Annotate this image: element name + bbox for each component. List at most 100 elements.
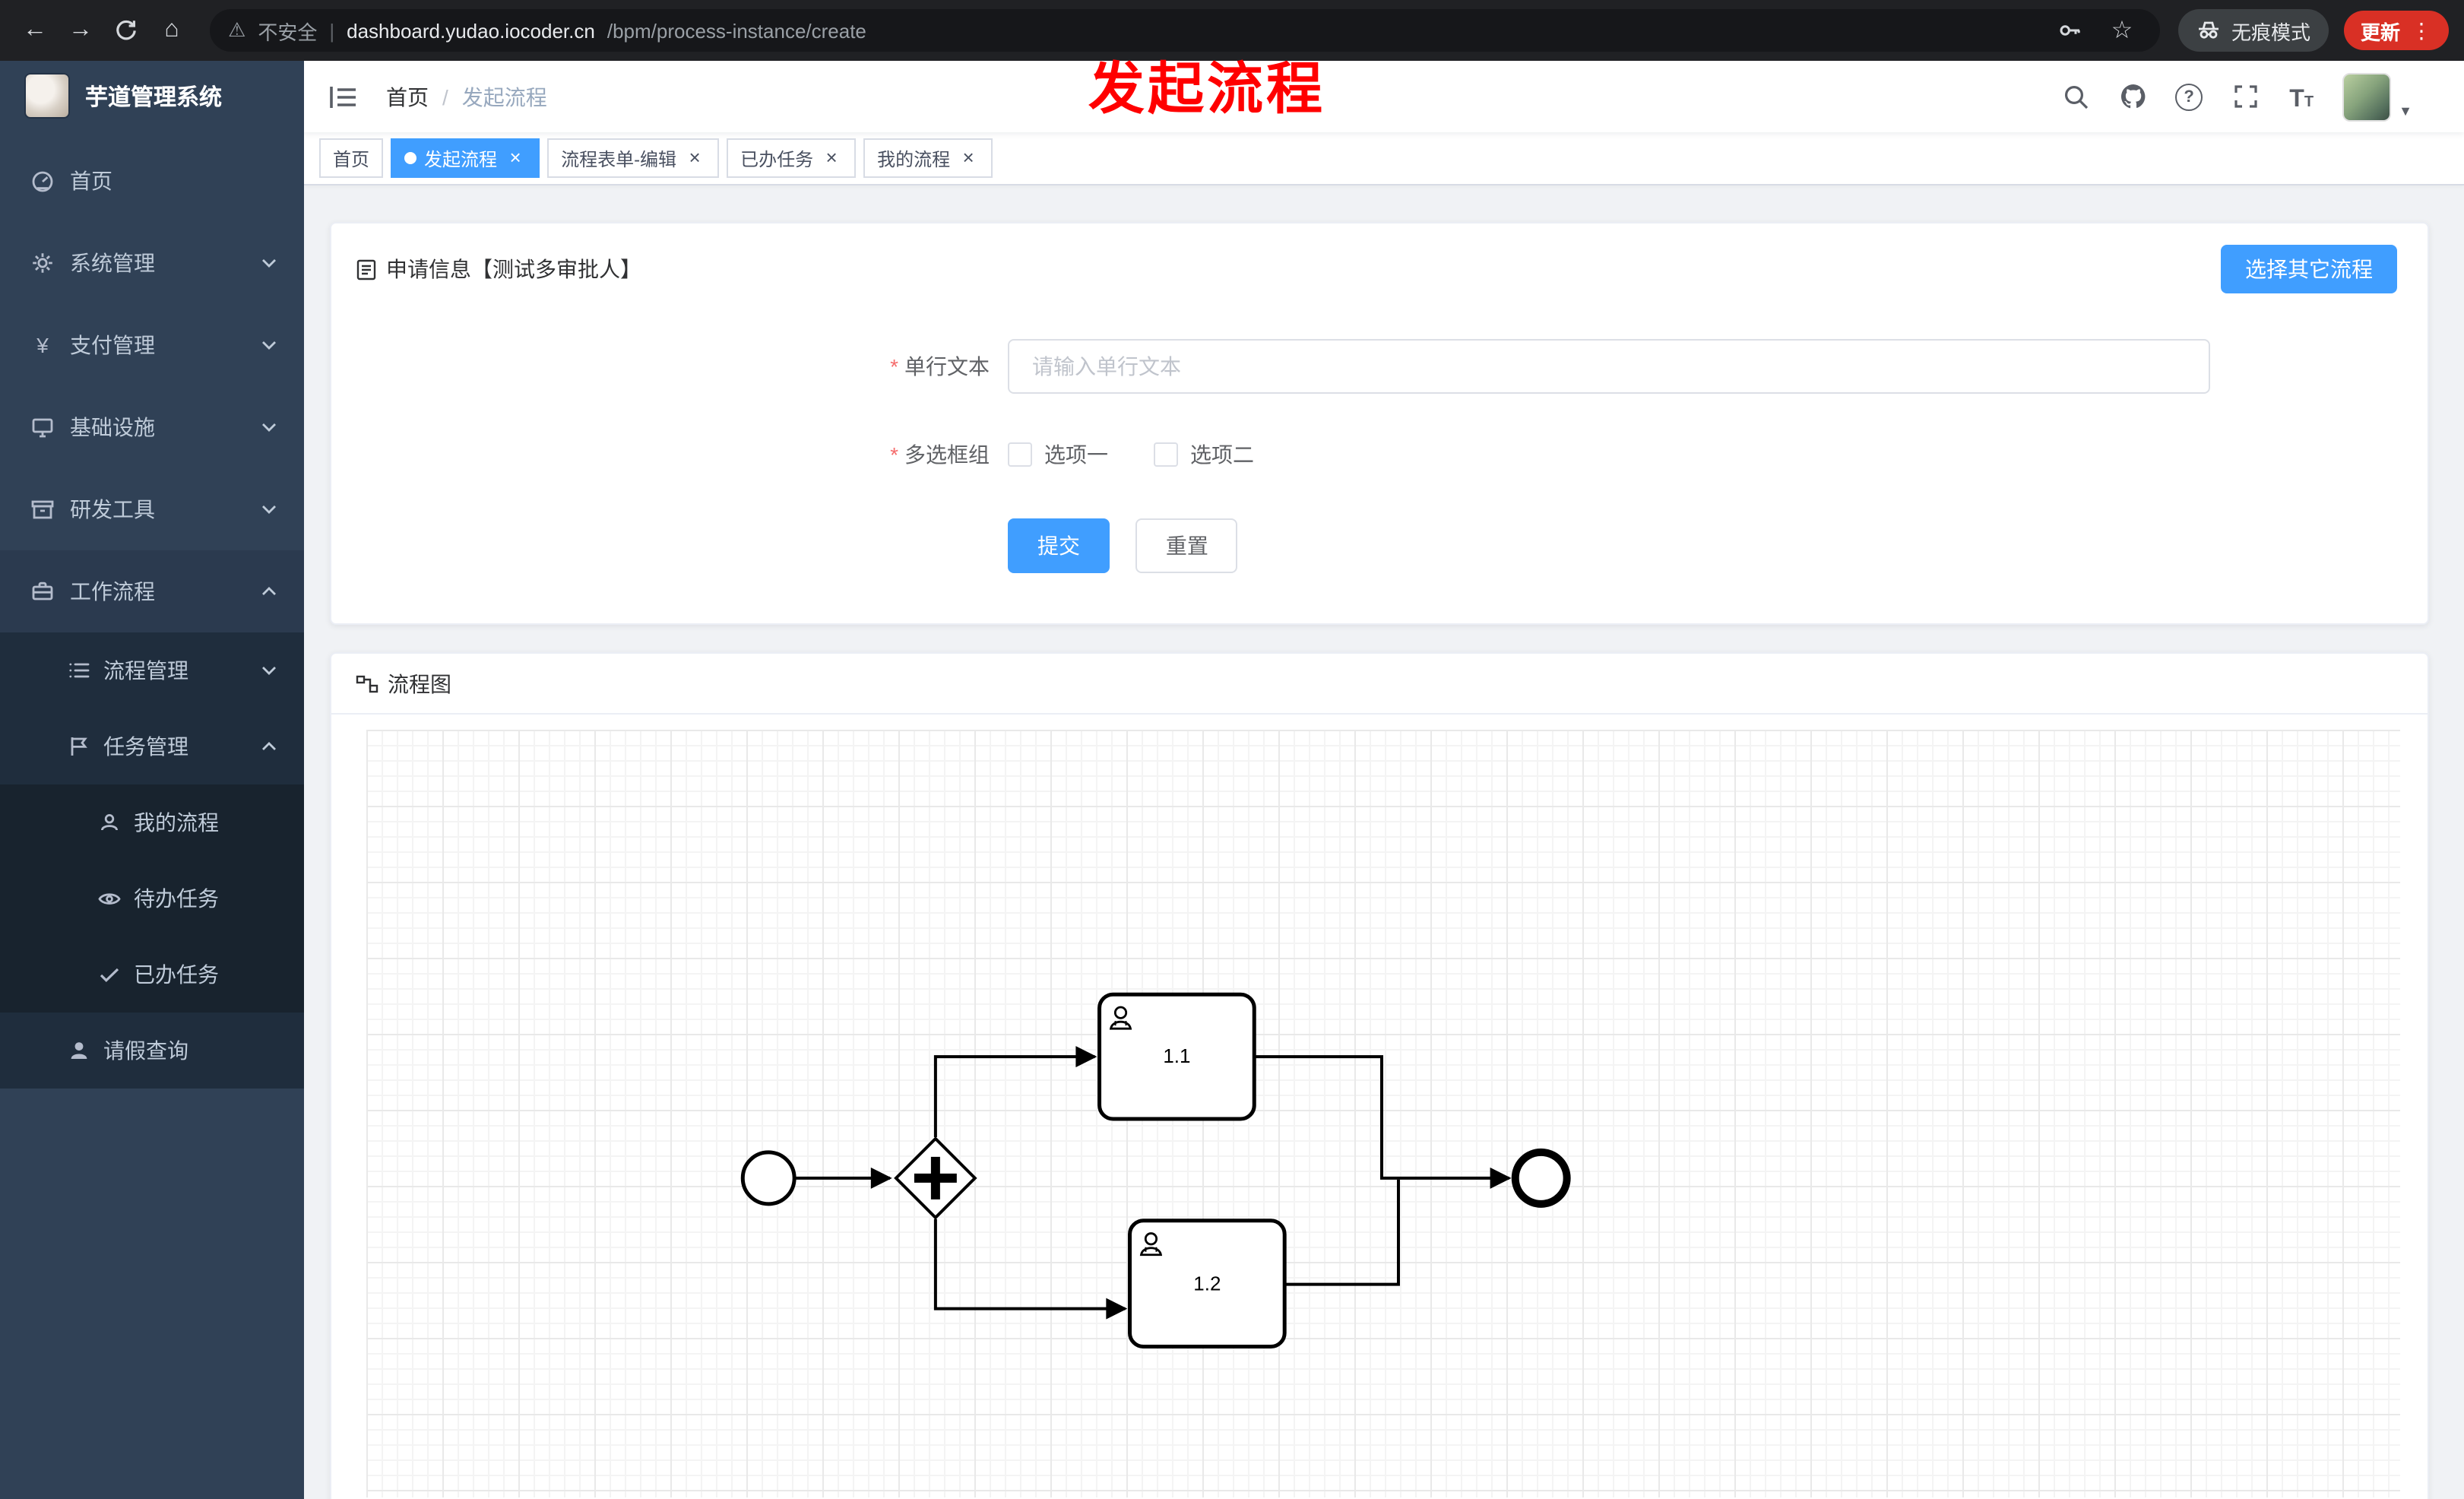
url-path[interactable]: /bpm/process-instance/create — [606, 19, 866, 42]
choose-other-process-button[interactable]: 选择其它流程 — [2221, 245, 2397, 293]
checkbox-icon[interactable] — [1008, 442, 1032, 467]
sidebar-item-process-management[interactable]: 流程管理 — [0, 632, 304, 708]
sidebar-item-label: 工作流程 — [70, 579, 155, 604]
close-icon[interactable]: × — [962, 146, 974, 169]
breadcrumb-separator: / — [442, 84, 448, 109]
bpmn-canvas[interactable]: 1.1 1.2 — [366, 730, 2400, 1497]
sidebar-item-home[interactable]: 首页 — [0, 140, 304, 222]
apply-info-title-row: 申请信息【测试多审批人】 — [356, 245, 641, 284]
sidebar-item-infrastructure[interactable]: 基础设施 — [0, 386, 304, 468]
tab-form-edit[interactable]: 流程表单-编辑 × — [547, 138, 720, 178]
flow-gateway-to-task2 — [933, 1219, 1128, 1320]
browser-toolbar: ← → ⌂ ⚠ 不安全 | dashboard.yudao.iocoder.cn… — [0, 0, 2464, 61]
breadcrumb: 首页 / 发起流程 — [386, 81, 547, 112]
url-host[interactable]: dashboard.yudao.iocoder.cn — [347, 19, 595, 42]
tab-label: 已办任务 — [740, 148, 814, 170]
close-icon[interactable]: × — [509, 146, 521, 169]
sidebar-item-system[interactable]: 系统管理 — [0, 222, 304, 304]
form-row-checkbox: *多选框组 选项一 选项二 — [331, 427, 2428, 482]
tab-start-process[interactable]: 发起流程 × — [391, 138, 540, 178]
tab-my-process[interactable]: 我的流程 × — [863, 138, 993, 178]
github-icon[interactable] — [2117, 81, 2148, 112]
chevron-up-icon — [261, 587, 277, 596]
forward-icon[interactable]: → — [68, 17, 93, 43]
security-warning-icon[interactable]: ⚠ — [228, 18, 246, 41]
update-label: 更新 — [2360, 21, 2400, 43]
help-icon[interactable]: ? — [2174, 81, 2204, 112]
sidebar-menu: 首页 系统管理 ¥ 支付管理 — [0, 131, 304, 1089]
sidebar-item-my-process[interactable]: 我的流程 — [0, 784, 304, 860]
checkbox-icon[interactable] — [1154, 442, 1178, 467]
chevron-down-icon — [261, 666, 277, 675]
key-icon[interactable] — [2051, 11, 2090, 50]
search-icon[interactable] — [2061, 81, 2092, 112]
single-line-text-input[interactable] — [1008, 339, 2210, 394]
tab-done-tasks[interactable]: 已办任务 × — [727, 138, 857, 178]
back-icon[interactable]: ← — [23, 17, 47, 43]
workflow-submenu: 流程管理 任务管理 — [0, 632, 304, 1089]
browser-menu-icon[interactable]: ⋮ — [2411, 17, 2432, 42]
apply-info-header: 申请信息【测试多审批人】 选择其它流程 — [331, 223, 2428, 299]
sidebar-item-task-management[interactable]: 任务管理 — [0, 708, 304, 784]
document-icon — [356, 258, 377, 280]
diagram-title: 流程图 — [388, 671, 451, 696]
breadcrumb-home[interactable]: 首页 — [386, 84, 429, 109]
checkbox-option-1[interactable]: 选项一 — [1008, 439, 1108, 470]
flow-task1-to-end — [1254, 1055, 1512, 1189]
logo[interactable]: 芋道管理系统 — [0, 61, 304, 131]
sidebar-item-label: 请假查询 — [103, 1038, 188, 1063]
incognito-icon — [2196, 16, 2221, 45]
user-menu[interactable]: ▼ — [2342, 72, 2412, 121]
chevron-up-icon — [261, 742, 277, 751]
submit-button[interactable]: 提交 — [1008, 518, 1110, 573]
check-icon — [97, 962, 122, 987]
sidebar-item-leave-query[interactable]: 请假查询 — [0, 1013, 304, 1089]
address-bar[interactable]: ⚠ 不安全 | dashboard.yudao.iocoder.cn/bpm/p… — [210, 9, 2160, 52]
chevron-down-icon — [261, 423, 277, 432]
sidebar-item-label: 已办任务 — [134, 962, 219, 987]
sidebar-item-done-tasks[interactable]: 已办任务 — [0, 936, 304, 1013]
tab-label: 首页 — [333, 148, 370, 170]
chevron-down-icon — [261, 341, 277, 350]
checkbox-label: 选项一 — [1044, 442, 1108, 467]
sidebar-toggle-icon[interactable] — [328, 80, 362, 113]
required-mark: * — [890, 354, 898, 379]
sidebar: 芋道管理系统 首页 系统管理 ¥ 支付管理 — [0, 61, 304, 1499]
user-task-2: 1.2 — [1128, 1219, 1287, 1349]
close-icon[interactable]: × — [689, 146, 701, 169]
checkbox-group: 选项一 选项二 — [1008, 427, 1254, 482]
person-chat-icon — [97, 810, 122, 835]
update-button[interactable]: 更新 ⋮ — [2343, 11, 2449, 50]
sidebar-item-todo-tasks[interactable]: 待办任务 — [0, 860, 304, 936]
tab-label: 流程表单-编辑 — [561, 148, 677, 170]
process-diagram-card: 流程图 — [330, 652, 2429, 1499]
sidebar-item-label: 支付管理 — [70, 333, 155, 357]
fullscreen-icon[interactable] — [2230, 81, 2260, 112]
flow-task2-to-join — [1284, 1179, 1400, 1286]
sidebar-item-payment[interactable]: ¥ 支付管理 — [0, 304, 304, 386]
refresh-icon[interactable] — [106, 11, 146, 50]
incognito-label: 无痕模式 — [2231, 21, 2310, 43]
sidebar-item-label: 待办任务 — [134, 886, 219, 911]
required-mark: * — [890, 442, 898, 467]
incognito-badge: 无痕模式 — [2177, 9, 2329, 52]
tab-home[interactable]: 首页 — [319, 138, 384, 178]
security-label[interactable]: 不安全 — [258, 21, 318, 43]
user-task-icon — [1139, 1232, 1163, 1257]
checkbox-option-2[interactable]: 选项二 — [1154, 439, 1254, 470]
sidebar-item-label: 首页 — [70, 169, 112, 193]
close-icon[interactable]: × — [825, 146, 838, 169]
reset-button[interactable]: 重置 — [1135, 518, 1238, 573]
avatar[interactable] — [2342, 72, 2392, 121]
home-icon[interactable]: ⌂ — [164, 17, 179, 43]
user-icon — [67, 1038, 91, 1063]
tab-label: 我的流程 — [877, 148, 951, 170]
sidebar-item-devtools[interactable]: 研发工具 — [0, 468, 304, 550]
bookmark-star-icon[interactable]: ☆ — [2111, 18, 2133, 44]
caret-down-icon: ▼ — [2399, 103, 2412, 118]
sidebar-item-workflow[interactable]: 工作流程 — [0, 550, 304, 632]
